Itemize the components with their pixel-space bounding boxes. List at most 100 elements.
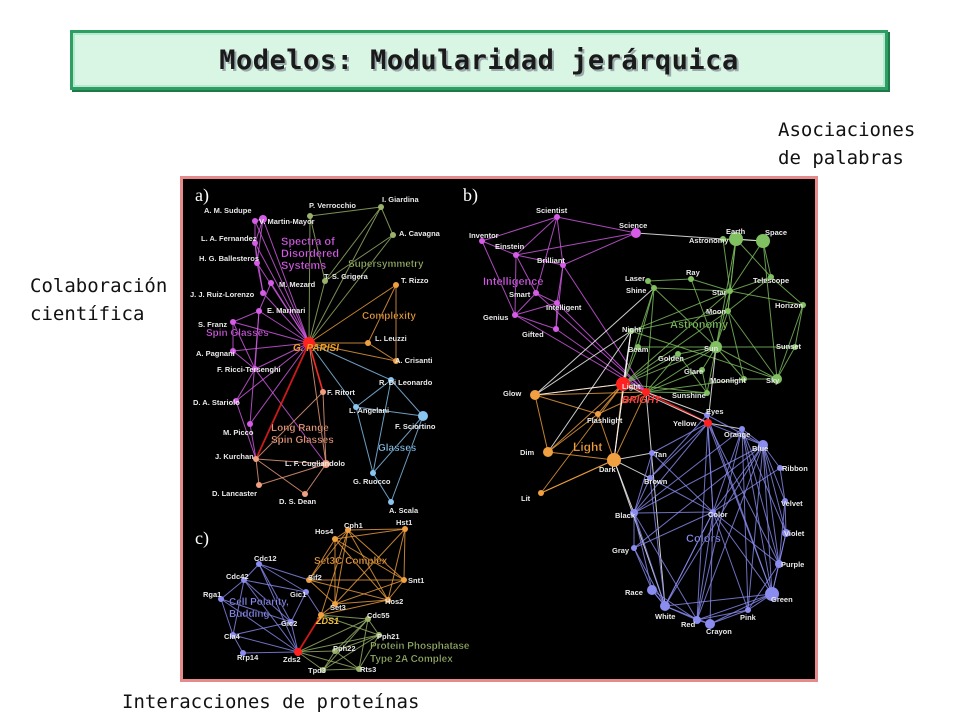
edge-a-parisi-starolo [235, 342, 310, 402]
node-label-a-angelani: L. Angelani [349, 406, 389, 415]
node-label-b-genius: Genius [483, 313, 508, 322]
node-label-b-white: White [655, 612, 675, 621]
edge-a-parisi-rizzo [308, 284, 397, 344]
label-scientific-collaboration: Colaboración científica [30, 272, 167, 328]
node-label-b-smart: Smart [509, 290, 531, 299]
edge-b-color-pink [712, 511, 749, 611]
edge-b-crayon-pink [709, 609, 749, 625]
node-label-c-hos4: Hos4 [315, 527, 334, 536]
edge-b-bright-shine [645, 287, 655, 393]
edge-a-parisi-kurchan [255, 342, 310, 460]
edge-b-horizon-sky [776, 304, 804, 380]
node-label-b-science: Science [619, 221, 647, 230]
node-a-leuzzi [365, 340, 371, 346]
edge-c-hst1-set3 [334, 528, 406, 605]
edge-b-inventor-genius [481, 240, 516, 316]
group-label-b-intelligence: Intelligence [483, 276, 544, 288]
edge-b-star-horizon [729, 290, 804, 306]
node-label-b-eyes: Eyes [706, 407, 724, 416]
edge-c-hos4-sif2 [308, 538, 336, 581]
edge-b-tan-color [651, 452, 714, 513]
edge-b-brown-white [649, 477, 666, 607]
edge-b-gifted-bright [555, 328, 647, 393]
edge-b-genius-gifted [514, 314, 557, 330]
edges-layer [220, 206, 804, 671]
node-label-a-fernandez: L. A. Fernandez [201, 234, 257, 243]
node-c-zds2 [294, 648, 302, 656]
edge-b-blue-red [696, 444, 764, 621]
group-label-c-set3c: Set3C Complex [314, 556, 388, 567]
edge-b-gray-color [633, 511, 714, 549]
node-a-dileonardo [388, 377, 394, 383]
group-label-a-spectra2: Disordered [281, 248, 339, 260]
group-label-c-polarity2: Budding [229, 609, 270, 620]
edge-a-ricci-starolo [235, 368, 256, 402]
edge-b-dim-night [547, 330, 632, 453]
edge-c-gic1-zds1 [305, 591, 322, 616]
edge-c-cph1-set3 [334, 529, 349, 605]
edge-b-telescope-star [729, 276, 772, 292]
edge-b-scientist-brilliant [556, 216, 564, 266]
edge-a-parisi-verrocchio [308, 215, 311, 344]
edge-c-hst1-hos2 [387, 528, 406, 601]
edge-b-sun-sunshine [706, 346, 717, 394]
label-word-associations: Asociaciones de palabras [778, 116, 915, 172]
node-a-verrocchio [307, 213, 313, 219]
edge-a-parisi-picco [249, 342, 310, 425]
edge-a-parisi-cugliandolo [308, 342, 327, 465]
edge-c-zds1-cph1 [320, 529, 349, 616]
edge-b-yellow-red [696, 422, 709, 621]
edge-b-sun-moonlight [715, 346, 745, 380]
node-label-c-rts3: Rts3 [360, 665, 376, 674]
node-b-bright [642, 388, 650, 396]
node-label-c-zds2: Zds2 [283, 655, 301, 664]
node-label-b-telescope: Telescope [753, 276, 789, 285]
edge-c-sif2-hos2 [308, 579, 389, 601]
node-label-a-ritort: F. Ritort [327, 388, 355, 397]
node-b-shine [651, 285, 657, 291]
node-c-gic2 [288, 619, 294, 625]
edge-b-scientist-einstein [515, 216, 558, 256]
edge-a-cugliandolo-lancaster [258, 463, 327, 486]
panel-c-label: c) [195, 528, 209, 549]
label-scientific-collaboration-line2: científica [30, 303, 145, 325]
edge-c-cdc42-cla4 [232, 579, 245, 636]
edge-b-crayon-green [709, 593, 773, 625]
node-label-b-red: Red [681, 620, 696, 629]
node-label-a-pagnani: A. Pagnani [196, 349, 235, 358]
edge-c-cdc12-cdc42 [243, 563, 260, 581]
nodes-layer [218, 204, 806, 673]
edge-c-hos4-hos2 [334, 538, 389, 601]
node-b-white [660, 601, 670, 611]
node-c-rts3 [356, 666, 362, 672]
node-b-astronomy [720, 236, 726, 242]
edge-b-moonlight-moon [727, 310, 745, 380]
node-b-glare [699, 367, 705, 373]
node-label-a-ricci: F. Ricci-Tersenghi [217, 365, 281, 374]
edge-b-yellow-tan [651, 422, 709, 454]
edge-c-cdc55-pph21 [367, 618, 380, 636]
node-label-b-dark: Dark [599, 465, 617, 474]
node-b-smart [533, 290, 539, 296]
panel-a-label: a) [195, 185, 209, 206]
edge-c-zds1-pph21 [320, 614, 380, 636]
node-label-a-marinari: E. Marinari [267, 306, 305, 315]
node-c-set3 [332, 601, 338, 607]
edge-b-white-black [633, 512, 666, 607]
node-label-a-dean: D. S. Dean [279, 497, 317, 506]
edge-c-set3-hos2 [334, 599, 389, 605]
edge-b-race-black [633, 512, 653, 591]
edge-b-eyes-brown [649, 414, 708, 479]
node-b-lit [538, 490, 544, 496]
node-c-rrp14 [240, 650, 246, 656]
node-label-b-scientist: Scientist [536, 206, 568, 215]
node-label-c-cdc55: Cdc55 [367, 611, 390, 620]
edge-c-zds1-cdc55 [320, 614, 369, 620]
edge-c-pph22-rts3 [334, 650, 360, 670]
node-label-b-yellow: Yellow [673, 419, 697, 428]
edge-b-color-crayon [709, 511, 714, 625]
node-b-dark [607, 453, 621, 467]
node-c-tpd3 [320, 667, 326, 673]
